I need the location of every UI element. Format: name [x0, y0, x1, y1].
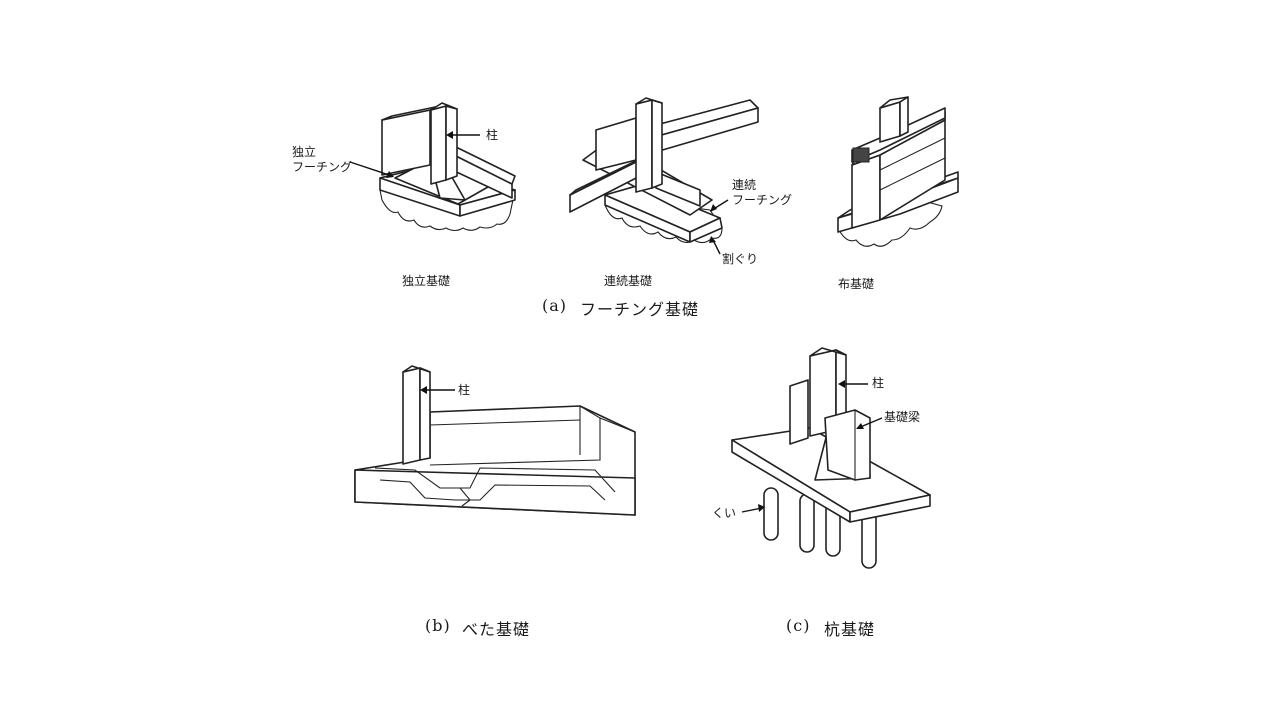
label-pile-beam: 基礎梁: [884, 410, 921, 424]
label-continuous-gravel: 割ぐり: [722, 252, 759, 266]
caption-c-prefix: (c): [786, 616, 811, 635]
caption-isolated-footing: 独立基礎: [402, 274, 451, 288]
continuous-footing-drawing: [569, 97, 759, 244]
label-continuous-footing-line2: フーチング: [732, 193, 793, 207]
leader-arrows: [349, 131, 883, 513]
label-pile-pile: くい: [712, 506, 737, 520]
strip-foundation-drawing: [837, 96, 959, 247]
pile-foundation-drawing: [731, 347, 931, 569]
caption-a-prefix: (a): [542, 296, 568, 315]
caption-c: 杭基礎: [824, 620, 876, 639]
label-pile-column: 柱: [872, 376, 885, 390]
caption-b-prefix: (b): [425, 616, 451, 635]
caption-continuous-footing: 連続基礎: [604, 274, 653, 288]
isolated-footing-drawing: [379, 102, 516, 232]
label-continuous-footing-line1: 連続: [732, 178, 757, 192]
label-isolated-column: 柱: [486, 128, 499, 142]
caption-b: べた基礎: [462, 620, 531, 639]
label-isolated-footing-line2: フーチング: [292, 160, 353, 174]
label-isolated-footing-line1: 独立: [292, 145, 317, 159]
mat-foundation-drawing: [354, 365, 636, 516]
caption-strip-foundation: 布基礎: [838, 277, 875, 291]
label-mat-column: 柱: [458, 383, 471, 397]
caption-a: フーチング基礎: [580, 300, 700, 319]
